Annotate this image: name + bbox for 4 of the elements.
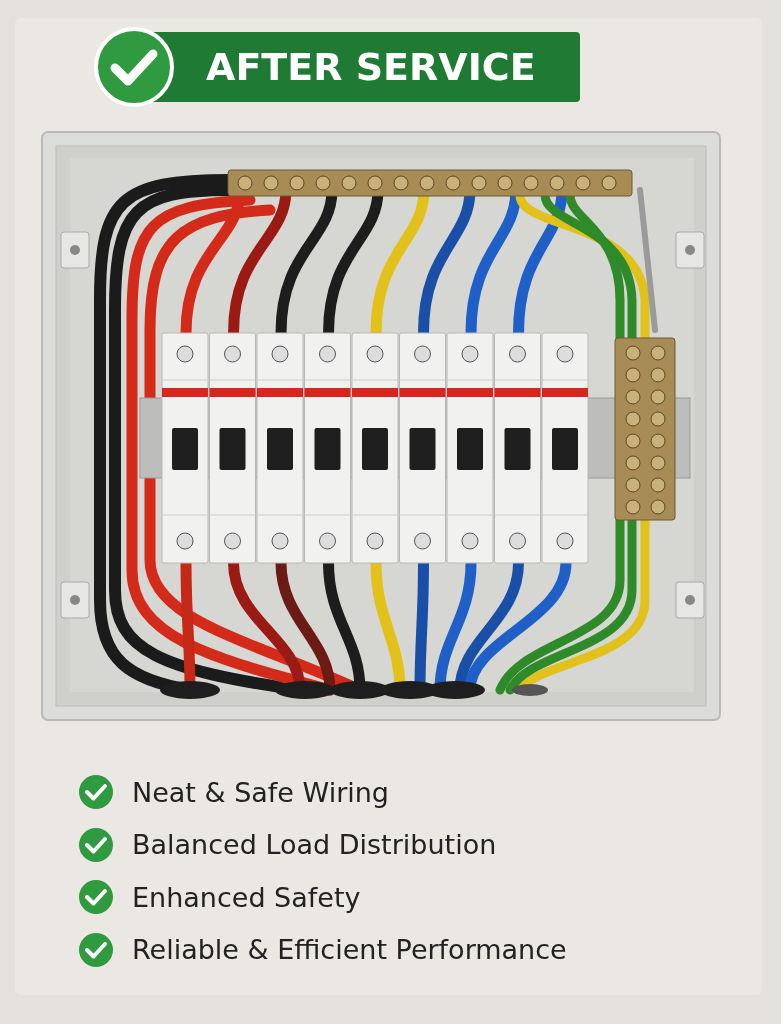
checklist-item: Neat & Safe Wiring [132, 776, 389, 808]
checklist-item: Enhanced Safety [132, 881, 361, 913]
checklist-item: Reliable & Efficient Performance [132, 934, 567, 965]
checklist-item: Balanced Load Distribution [132, 829, 497, 860]
